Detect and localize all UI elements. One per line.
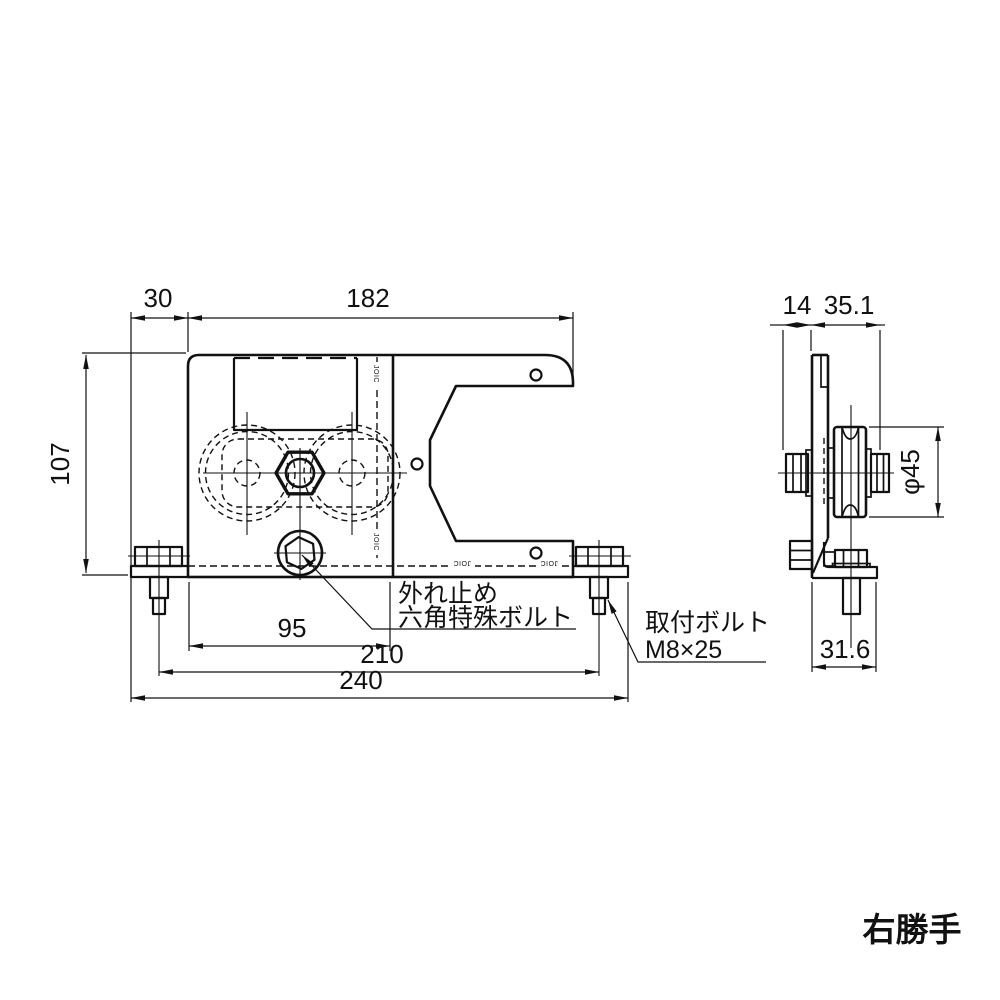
dim-240-label: 240 (339, 665, 382, 695)
dim-95-label: 95 (278, 613, 307, 643)
retainer-label-line1: 外れ止め (398, 580, 498, 608)
front-view: 107 30 182 95 210 240 外れ止め 六角特殊ボルト (45, 283, 770, 702)
centerlines-side (778, 405, 894, 648)
centerlines (128, 412, 631, 676)
hole-top-arm (529, 368, 543, 382)
stamp-4: JOIC (372, 533, 379, 551)
dim-14-label: 14 (783, 290, 812, 320)
fold-line-stamps: JOIC JOIC JOIC JOIC (372, 362, 562, 571)
dim-dia45-label: φ45 (895, 449, 925, 495)
hidden-lines (188, 357, 573, 567)
dim-107-label: 107 (45, 442, 75, 485)
retainer-label-line2: 六角特殊ボルト (398, 604, 573, 632)
stamp-3: JOIC (372, 365, 379, 383)
roller-pulley (832, 425, 868, 519)
side-plate (810, 353, 830, 578)
dimensions-side: 14 35.1 φ45 31.6 (770, 290, 944, 672)
stamp-2: JOIC (540, 559, 558, 566)
dim-31-6-label: 31.6 (820, 634, 871, 664)
mount-bolt-label-line2: M8×25 (645, 636, 722, 664)
mount-bolt-label: 取付ボルト M8×25 (607, 599, 770, 664)
dimensions-front: 107 30 182 95 210 240 (45, 283, 629, 702)
side-view: 14 35.1 φ45 31.6 (770, 290, 944, 672)
dim-210-label: 210 (360, 639, 403, 669)
dim-182-label: 182 (346, 283, 389, 313)
stamp-1: JOIC (453, 559, 471, 566)
rivet-holes (410, 368, 543, 560)
retainer-label: 外れ止め 六角特殊ボルト (301, 554, 576, 632)
bend-clamp-bolt (788, 539, 836, 571)
hole-bottom-arm (529, 546, 543, 560)
window-slot (232, 356, 359, 432)
handedness-note: 右勝手 (863, 911, 962, 948)
mount-bolt-label-line1: 取付ボルト (645, 609, 770, 637)
dim-30-label: 30 (144, 283, 173, 313)
hole-web (410, 457, 424, 471)
dim-35-1-label: 35.1 (824, 290, 875, 320)
